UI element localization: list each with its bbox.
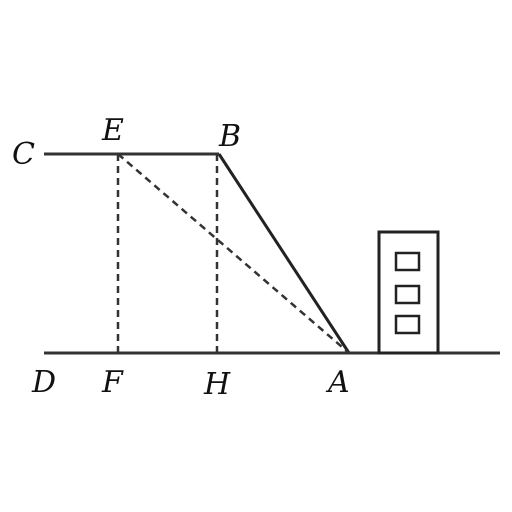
label-b: B [218, 119, 241, 154]
label-e: E [101, 113, 124, 148]
building-window [394, 251, 421, 272]
label-d: D [31, 365, 56, 400]
label-c: C [12, 137, 35, 172]
label-h: H [203, 367, 231, 402]
building-window [394, 314, 421, 335]
segment-ba [217, 153, 351, 354]
segment-ea [117, 153, 350, 354]
building-icon [377, 230, 440, 355]
label-f: F [101, 365, 124, 400]
label-a: A [325, 365, 350, 400]
building-window [394, 284, 421, 305]
